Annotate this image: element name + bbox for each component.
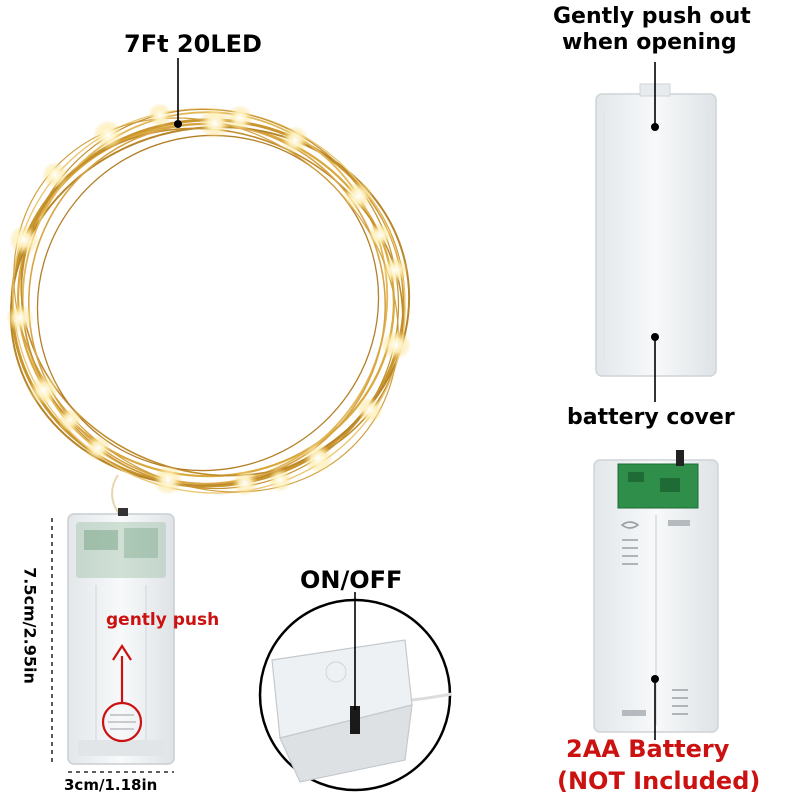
width-dimension-label: 3cm/1.18in bbox=[64, 776, 158, 794]
battery-cover-label: battery cover bbox=[567, 405, 735, 430]
battery-holder-open bbox=[593, 450, 719, 733]
title-label: 7Ft 20LED bbox=[124, 30, 262, 58]
push-out-leader-dot bbox=[651, 123, 659, 131]
led-glow-points bbox=[6, 103, 411, 496]
push-out-label-line1: Gently push out bbox=[553, 4, 751, 29]
height-dimension-label: 7.5cm/2.95in bbox=[20, 567, 40, 684]
onoff-label: ON/OFF bbox=[300, 566, 403, 594]
battery-leader-dot bbox=[651, 675, 659, 683]
gently-push-label: gently push bbox=[106, 610, 220, 630]
push-arrow-head bbox=[112, 643, 132, 661]
battery-cover-leader-dot bbox=[651, 333, 659, 341]
title-leader-dot bbox=[174, 120, 182, 128]
battery-label-line2: (NOT Included) bbox=[557, 767, 761, 795]
switch-magnifier bbox=[258, 598, 453, 792]
push-out-label-line2: when opening bbox=[562, 30, 737, 55]
battery-label-line1: 2AA Battery bbox=[566, 735, 730, 763]
push-target-circle bbox=[101, 701, 143, 743]
push-grip-lines bbox=[108, 714, 136, 730]
battery-box-front bbox=[67, 508, 175, 765]
